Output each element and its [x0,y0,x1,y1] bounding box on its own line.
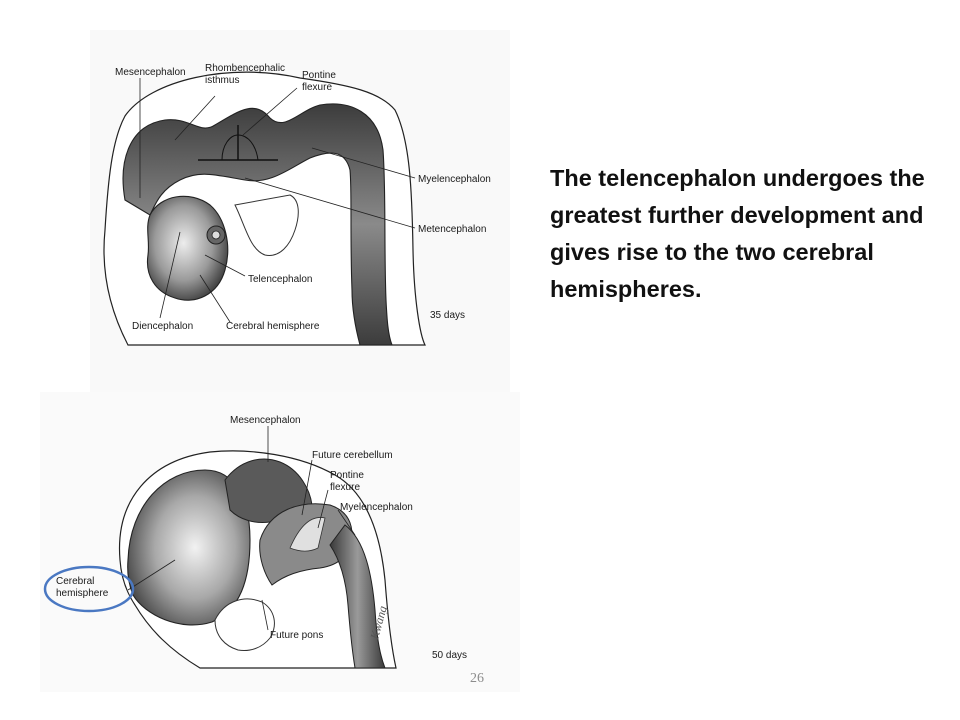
top-label-pontine: Pontine [302,70,336,81]
bottom-cerebral-hemisphere [127,469,251,626]
top-leader-lines [139,78,416,323]
bottom-label-age: 50 days [432,650,467,661]
bottom-label-cerebral: Cerebral [56,576,94,587]
top-label-rhombencephalic: Rhombencephalic [205,63,285,74]
bottom-myelencephalon [329,524,386,669]
slide-body-text: The telencephalon undergoes the greatest… [550,165,925,302]
top-label-isthmus: isthmus [205,75,239,86]
top-flexure-arc [221,134,259,161]
top-label-metencephalon: Metencephalon [418,224,486,235]
top-label-flexure: flexure [302,82,332,93]
top-optic-lens [211,230,221,240]
top-label-diencephalon: Diencephalon [132,321,193,332]
bottom-label-hemisphere: hemisphere [56,588,109,599]
top-embryo: Mesencephalon Rhombencephalic isthmus Po… [103,63,491,346]
bottom-embryo: Kwang Mesencephalon Future cerebellum Po… [43,415,467,669]
top-pharyngeal-region [234,194,299,256]
top-label-myelencephalon: Myelencephalon [418,174,491,185]
bottom-leader-lines [127,426,356,631]
bottom-label-future-cerebellum: Future cerebellum [312,450,393,461]
top-telencephalon-bulb [146,195,229,301]
page-number: 26 [470,671,484,686]
bottom-label-flexure: flexure [330,482,360,493]
bottom-label-future-pons: Future pons [270,630,323,641]
top-label-telencephalon: Telencephalon [248,274,313,285]
top-label-age: 35 days [430,310,465,321]
top-neural-tube [122,103,393,346]
top-label-mesencephalon: Mesencephalon [115,67,186,78]
cerebral-hemisphere-highlight [43,565,135,613]
bottom-label-myelencephalon: Myelencephalon [340,502,413,513]
bottom-pontine-fold [289,517,326,552]
top-label-cerebral-hemisphere: Cerebral hemisphere [226,321,320,332]
bottom-label-mesencephalon: Mesencephalon [230,415,301,426]
bottom-label-pontine: Pontine [330,470,364,481]
bottom-face-structures [214,598,275,651]
